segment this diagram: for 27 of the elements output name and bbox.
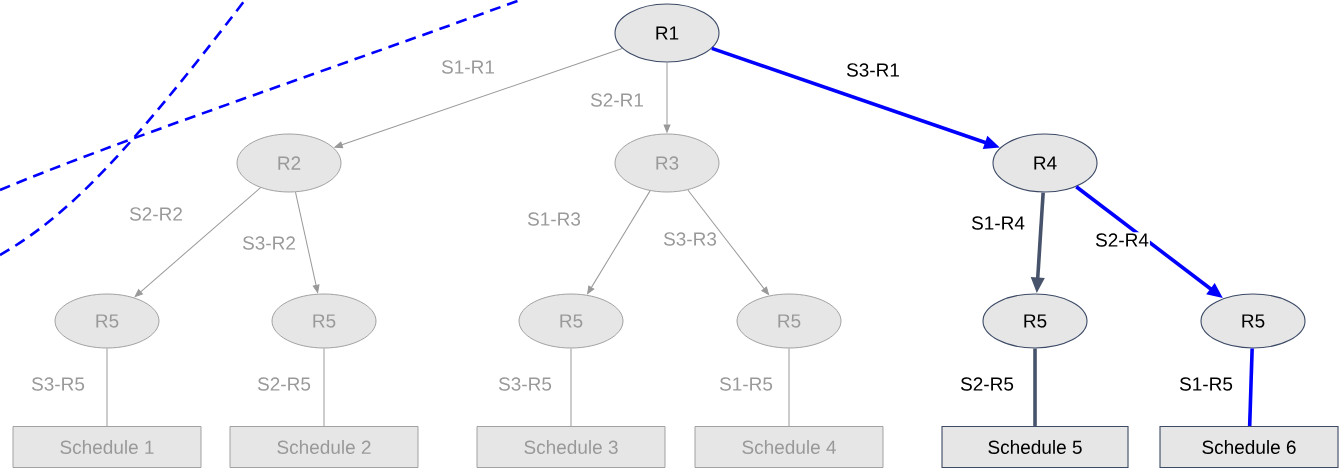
edge-label: S2-R5 bbox=[959, 376, 1015, 392]
edge-label: S3-R3 bbox=[662, 231, 718, 247]
arrow bbox=[295, 191, 320, 293]
edge-label: S3-R1 bbox=[845, 62, 901, 78]
edge-label: S2-R1 bbox=[589, 92, 645, 108]
arrow bbox=[334, 47, 623, 149]
schedule-box: Schedule 3 bbox=[476, 426, 666, 468]
edge-label: S3-R5 bbox=[497, 376, 553, 392]
arrow bbox=[587, 190, 651, 295]
edge-label: S1-R5 bbox=[718, 376, 774, 392]
edge-label: S1-R1 bbox=[440, 59, 496, 75]
schedule-box: Schedule 6 bbox=[1159, 425, 1339, 469]
schedule-box: Schedule 2 bbox=[229, 426, 419, 468]
edge-label: S3-R2 bbox=[241, 235, 297, 251]
edge-label: S1-R5 bbox=[1178, 376, 1234, 392]
edge-label: S2-R5 bbox=[256, 376, 312, 392]
edge-label: S3-R5 bbox=[30, 376, 86, 392]
schedule-box: Schedule 4 bbox=[694, 426, 884, 468]
edge-label: S2-R2 bbox=[128, 206, 184, 222]
arrow bbox=[687, 189, 769, 295]
edge-label: S1-R3 bbox=[526, 211, 582, 227]
arrow bbox=[134, 187, 261, 298]
schedule-box: Schedule 5 bbox=[941, 425, 1129, 469]
edge-label: S2-R4 bbox=[1094, 232, 1150, 248]
arrow bbox=[663, 62, 671, 133]
edge-label: S1-R4 bbox=[970, 215, 1026, 231]
schedule-box: Schedule 1 bbox=[12, 426, 202, 468]
